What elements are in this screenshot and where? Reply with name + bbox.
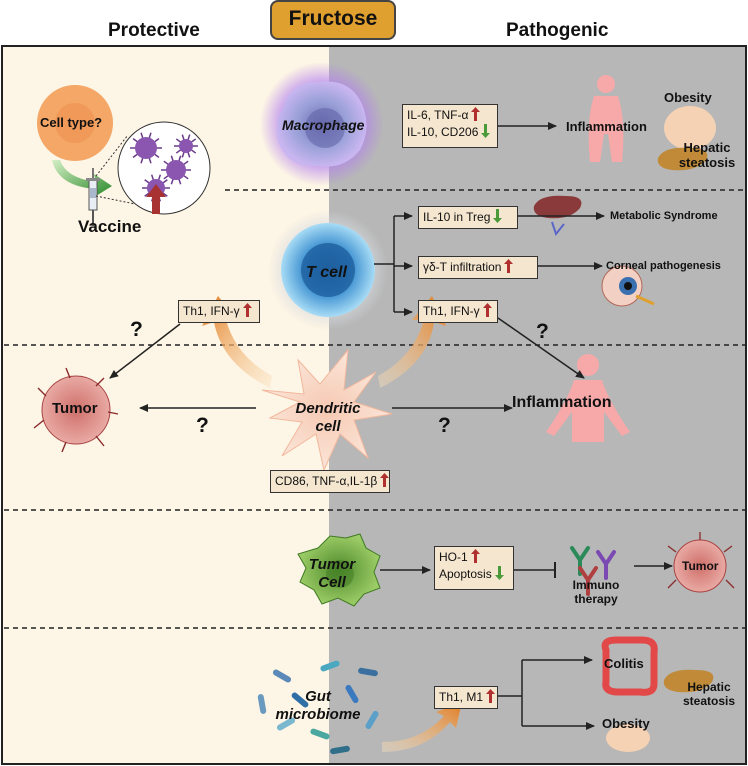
apoptosis-text: Apoptosis — [439, 567, 492, 581]
inflammation-mid-label: Inflammation — [512, 394, 612, 411]
fructose-title: Fructose — [288, 7, 378, 30]
tumor-left-label: Tumor — [52, 400, 98, 417]
down-arrow-icon — [492, 566, 504, 581]
bacteria-icons — [257, 660, 379, 755]
t-cell-label: T cell — [306, 264, 347, 281]
syringe-icon — [86, 168, 100, 226]
up-arrow-icon — [377, 473, 390, 488]
outer-frame — [1, 45, 747, 765]
tumor-right-label: Tumor — [682, 559, 719, 573]
dendritic-label: Dendritic cell — [295, 400, 361, 435]
inflammation-body-top — [588, 75, 624, 162]
colitis-label: Colitis — [604, 656, 644, 671]
question-mark: ? — [130, 318, 143, 341]
bacterium-icon — [365, 710, 379, 730]
th1-right-text: Th1, IFN-γ — [423, 304, 480, 318]
question-mark: ? — [438, 414, 451, 437]
up-arrow-icon — [480, 303, 492, 318]
colitis-icon — [601, 636, 658, 696]
obesity-top-label: Obesity — [664, 90, 712, 105]
question-mark: ? — [536, 320, 549, 343]
down-arrow-icon — [478, 124, 491, 139]
obesity-bottom-label: Obesity — [602, 716, 650, 731]
gd-t-text: γδ-T infiltration — [423, 260, 502, 274]
liver-icon-metabolic — [533, 195, 582, 237]
bacterium-icon — [276, 717, 296, 731]
down-arrow-icon — [490, 209, 503, 224]
tumor-cell-label: Tumor Cell — [308, 556, 356, 591]
gd-t-box: γδ-T infiltration — [418, 256, 538, 279]
virus-icon — [161, 155, 191, 185]
up-arrow-icon — [501, 259, 514, 274]
question-mark: ? — [196, 414, 209, 437]
fructose-badge — [270, 0, 396, 40]
macrophage-cytokine-box: IL-6, TNF-α IL-10, CD206 — [402, 104, 498, 148]
up-arrow-icon — [468, 107, 481, 122]
vaccine-up-arrow — [146, 184, 166, 214]
virus-icon — [130, 132, 162, 164]
treg-box: IL-10 in Treg — [418, 206, 518, 229]
vaccine-label: Vaccine — [78, 217, 142, 236]
hepatic-top-label: Hepatic steatosis — [678, 140, 736, 170]
metabolic-label: Metabolic Syndrome — [610, 210, 718, 222]
liver-icon-top — [657, 147, 708, 171]
bacterium-icon — [257, 694, 267, 714]
virus-icon — [174, 134, 198, 158]
cd86-box: CD86, TNF-α,IL-1β — [270, 470, 390, 493]
up-arrow-icon — [483, 689, 496, 704]
macrophage-label: Macrophage — [282, 117, 365, 133]
th1-right-box: Th1, IFN-γ — [418, 300, 498, 323]
bacterium-icon — [291, 692, 309, 708]
bacterium-icon — [310, 728, 330, 740]
up-arrow-icon — [468, 549, 480, 564]
corneal-label: Corneal pathogenesis — [606, 260, 721, 272]
protective-header: Protective — [108, 20, 200, 41]
immunotherapy-label: Immuno therapy — [572, 578, 620, 606]
th1-m1-text: Th1, M1 — [439, 690, 484, 704]
obesity-body-top — [664, 106, 716, 150]
cd86-text: CD86, TNF-α,IL-1β — [275, 474, 378, 488]
eye-icon — [601, 265, 655, 307]
tumor-left — [41, 375, 111, 445]
hepatic-bottom-label: Hepatic steatosis — [682, 680, 736, 708]
orange-arrow-gut — [382, 702, 462, 752]
obesity-body-bottom — [606, 724, 650, 752]
dendritic-cell — [261, 348, 393, 472]
arrow — [497, 317, 585, 379]
bacterium-icon — [272, 669, 292, 683]
macro-line2: IL-10, CD206 — [407, 125, 479, 139]
bacterium-icon — [330, 745, 350, 755]
bacterium-icon — [358, 667, 378, 677]
cell-type-label: Cell type? — [40, 115, 103, 130]
bacterium-icon — [345, 684, 359, 704]
arrow — [109, 323, 181, 379]
th1-left-text: Th1, IFN-γ — [183, 304, 240, 318]
inflammation-top-label: Inflammation — [566, 119, 647, 134]
up-arrow-icon — [240, 303, 252, 318]
pathogenic-header: Pathogenic — [506, 20, 609, 41]
ho1-text: HO-1 — [439, 550, 468, 564]
bacterium-icon — [320, 660, 340, 672]
macro-line1: IL-6, TNF-α — [407, 108, 469, 122]
ho1-box: HO-1 Apoptosis — [434, 546, 514, 590]
gut-label: Gut microbiome — [275, 688, 361, 723]
th1-left-box: Th1, IFN-γ — [178, 300, 260, 323]
treg-text: IL-10 in Treg — [423, 210, 491, 224]
th1-m1-box: Th1, M1 — [434, 686, 498, 709]
antibody-icons — [570, 546, 616, 596]
liver-icon-bottom — [663, 669, 714, 693]
